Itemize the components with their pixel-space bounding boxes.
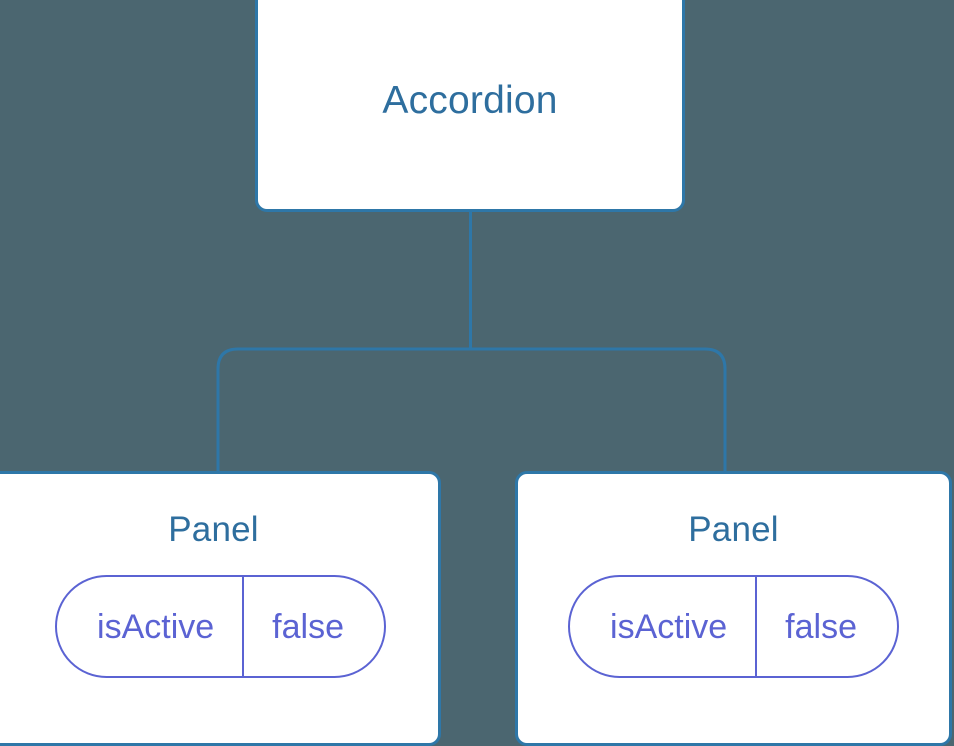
- connector-branch-right: [470, 347, 727, 473]
- node-panel-0-state-key: isActive: [57, 577, 245, 676]
- node-panel-0-title: Panel: [168, 510, 259, 549]
- node-panel-1-state-key: isActive: [570, 577, 758, 676]
- node-panel-1-state-badge[interactable]: isActive false: [568, 575, 899, 678]
- node-panel-0-state-value: false: [272, 607, 344, 646]
- node-panel-0-state-badge[interactable]: isActive false: [55, 575, 386, 678]
- connector-branch-left: [216, 347, 471, 473]
- node-panel-0[interactable]: Panel isActive false: [0, 471, 441, 746]
- node-panel-1[interactable]: Panel isActive false: [515, 471, 952, 746]
- node-accordion[interactable]: Accordion: [255, 0, 685, 212]
- node-panel-1-title: Panel: [688, 510, 779, 549]
- node-accordion-title: Accordion: [382, 78, 558, 122]
- node-panel-1-state-value: false: [785, 607, 857, 646]
